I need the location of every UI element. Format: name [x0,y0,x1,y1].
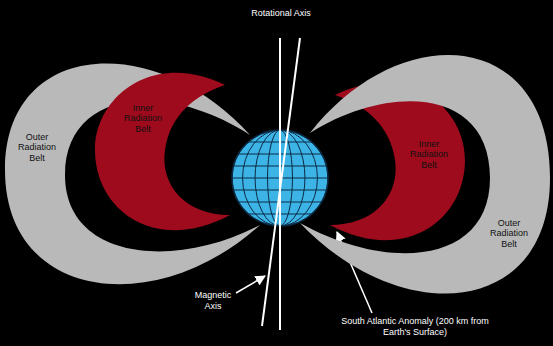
belt-outline [95,73,230,231]
outer-belt: Outer Radiation Belt [300,28,550,318]
axis-label: Rotational Axis [251,8,311,19]
label-anchor: South Atlantic Anomaly (200 km from Eart… [305,316,525,338]
belt-label: Outer Radiation Belt [13,132,61,163]
belt-outline [5,64,260,285]
magnetic-axis-line [262,38,300,326]
label-anchor: Rotational Axis [251,8,311,19]
belt-label: Inner Radiation Belt [406,139,452,170]
belt-label: Outer Radiation Belt [487,218,531,249]
belt-label: Inner Radiation Belt [120,103,166,134]
belt-shape [300,28,550,318]
inner-belt: Inner Radiation Belt [95,65,235,240]
leader-line [236,276,265,293]
belt-shape [95,65,235,240]
axis-label: Magnetic Axis [188,290,238,312]
label-anchor: Magnetic Axis [188,290,238,312]
belt-outline [300,55,550,293]
anomaly-label: South Atlantic Anomaly (200 km from Eart… [340,316,490,338]
